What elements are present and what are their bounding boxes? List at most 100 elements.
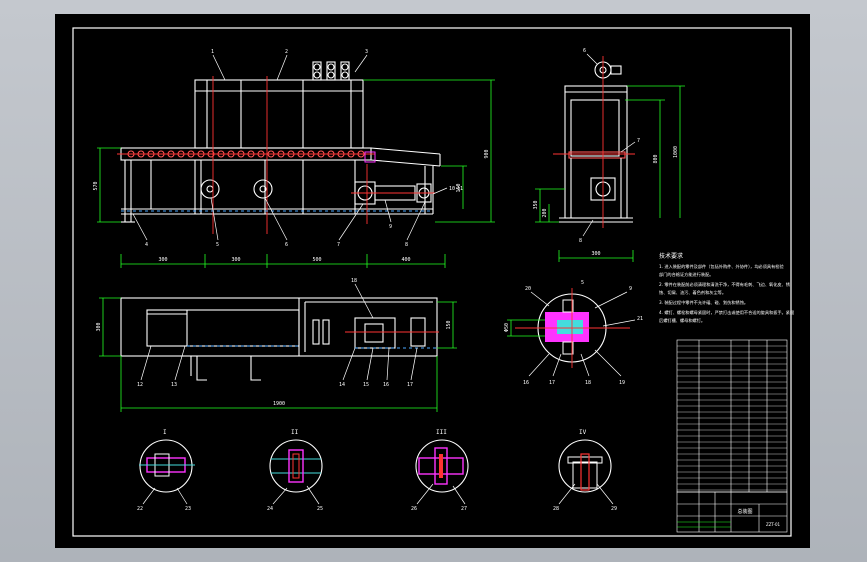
section-2: II 24 25: [267, 429, 323, 512]
section-1-label-a: 22: [137, 506, 143, 512]
front-balloon-10: 10: [449, 186, 455, 192]
parts-list-rows: [677, 345, 787, 491]
side-balloon-8: 8: [579, 238, 582, 244]
upper-frame: [194, 79, 364, 149]
side-balloon-texts: 6 7 8: [579, 48, 640, 244]
section-1: I 22 23: [137, 429, 195, 512]
side-balloon-6: 6: [583, 48, 586, 54]
section-1-title: I: [163, 429, 167, 436]
front-center-lines: [117, 76, 435, 234]
dim-height-total: 900: [484, 149, 490, 158]
detail-view: Φ50 5 9 16 17 18 19 20 21: [504, 280, 643, 386]
section-4-title: IV: [579, 429, 587, 436]
dim-bottom-2: 300: [231, 257, 240, 263]
side-leaders: [582, 53, 636, 237]
detail-insert: [557, 320, 583, 334]
dim-bottom-4: 400: [401, 257, 410, 263]
section-3-label-a: 26: [411, 506, 417, 512]
conveyor-rollers: [127, 150, 365, 158]
title-block-green: [677, 521, 731, 528]
front-balloon-1: 1: [211, 49, 214, 55]
notes-line-7: 后螺钉槽、螺母和螺钉。: [659, 317, 705, 324]
top-balloon-13: 13: [171, 382, 177, 388]
detail-side-label-21: 21: [637, 316, 643, 322]
detail-bottom-label-19: 19: [619, 380, 625, 386]
section-3-title: III: [436, 429, 447, 436]
detail-top-label-5: 5: [581, 280, 584, 286]
top-balloon-texts: 12 13 14 15 16 17 18: [137, 278, 413, 388]
top-motors: [312, 61, 350, 81]
notes-line-6: 4. 螺钉、螺栓和螺母紧固时，严禁打击或使用不合适的旋具和扳手。紧固: [659, 309, 794, 316]
title-drawing-name: 总装图: [737, 508, 752, 515]
section-2-label-b: 25: [317, 506, 323, 512]
front-balloon-9: 9: [389, 224, 392, 230]
detail-bottom-label-17: 17: [549, 380, 555, 386]
front-view: [120, 61, 441, 223]
detail-bottom-label-18: 18: [585, 380, 591, 386]
title-drawing-no: ZZT-01: [766, 522, 781, 527]
top-dim-texts: 1900 300 150: [96, 320, 452, 407]
front-balloon-texts: 1 2 3 4 5 6 7 8 9 10 11: [145, 49, 463, 248]
front-balloon-2: 2: [285, 49, 288, 55]
drawing-sheet: 300 300 500 400 900 570 150: [55, 14, 810, 548]
top-balloon-17: 17: [407, 382, 413, 388]
front-dim-texts: 300 300 500 400 900 570 150: [93, 149, 490, 263]
front-dimensions: [97, 79, 495, 268]
dim-bottom-1: 300: [158, 257, 167, 263]
section-1-label-b: 23: [185, 506, 191, 512]
top-dim-right: 150: [446, 320, 452, 329]
cad-drawing: 300 300 500 400 900 570 150: [72, 27, 794, 537]
top-balloon-16: 16: [383, 382, 389, 388]
front-balloon-8: 8: [405, 242, 408, 248]
side-dim-mid: 800: [653, 154, 659, 163]
top-leaders: [140, 283, 418, 381]
section-4-label-a: 28: [553, 506, 559, 512]
top-balloon-12: 12: [137, 382, 143, 388]
section-4: IV 28 29: [553, 429, 617, 512]
side-center-lines: [553, 56, 635, 228]
section-2-title: II: [291, 429, 299, 436]
detail-dim: Φ50: [504, 323, 510, 332]
side-dim-texts: 1000 800 350 200 300: [533, 146, 679, 257]
front-balloon-4: 4: [145, 242, 148, 248]
top-view: [120, 297, 438, 381]
side-dim-bottom: 300: [591, 251, 600, 257]
notes-line-5: 3. 装配过程中零件不允许磕、碰、划伤和锈蚀。: [659, 299, 748, 306]
side-view: [559, 61, 633, 223]
parts-list: [676, 339, 788, 493]
dim-right: 150: [456, 183, 462, 192]
front-balloon-7: 7: [337, 242, 340, 248]
side-dim-left-b: 200: [542, 208, 548, 217]
side-balloon-7: 7: [637, 138, 640, 144]
top-balloon-14: 14: [339, 382, 345, 388]
top-balloon-18: 18: [351, 278, 357, 284]
drawing-border: [72, 27, 792, 537]
front-balloon-6: 6: [285, 242, 288, 248]
dim-left: 570: [93, 181, 99, 190]
side-dimensions: [535, 85, 685, 262]
fixture-accent: [364, 151, 376, 163]
top-dim-overall: 1900: [273, 401, 285, 407]
side-dim-left-a: 350: [533, 200, 539, 209]
dim-bottom-3: 500: [312, 257, 321, 263]
notes-line-1: 1. 进入装配的零件及部件（包括外购件、外协件），均必须具有检验: [659, 263, 784, 270]
front-balloon-11: 11: [457, 186, 463, 192]
drive-pulleys: [200, 179, 273, 199]
top-dim-left: 300: [96, 322, 102, 331]
side-dim-total: 1000: [673, 146, 679, 158]
top-hidden-lines: [187, 345, 437, 349]
top-dimensions: [99, 297, 457, 412]
technical-notes: 技术要求 1. 进入装配的零件及部件（包括外购件、外协件），均必须具有检验 部门…: [659, 252, 794, 324]
title-block: [676, 491, 788, 533]
notes-line-4: 蚀、切屑、油污、着色剂和灰尘等。: [659, 289, 726, 296]
detail-bottom-label-16: 16: [523, 380, 529, 386]
section-3: III 26 27: [411, 429, 469, 512]
detail-top-label-9: 9: [629, 286, 632, 292]
front-leaders: [132, 54, 448, 241]
section-2-label-a: 24: [267, 506, 273, 512]
top-balloon-15: 15: [363, 382, 369, 388]
section-3-label-b: 27: [461, 506, 467, 512]
notes-line-2: 部门的合格证方能进行装配。: [659, 271, 713, 278]
notes-title: 技术要求: [659, 252, 683, 260]
